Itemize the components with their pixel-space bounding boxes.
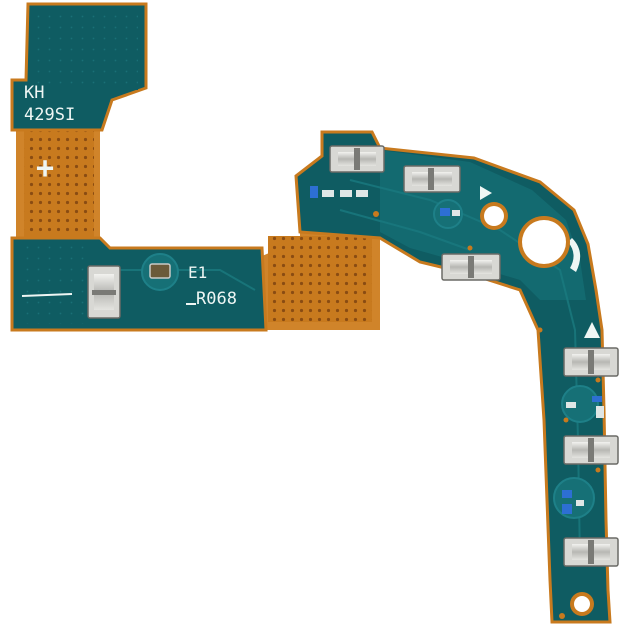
vias	[373, 211, 601, 619]
contact-pad-icon	[403, 165, 461, 193]
flex-cable-left	[16, 120, 100, 260]
flex-cable-middle	[262, 210, 380, 330]
contact-pad-icon	[329, 145, 385, 173]
pcb-top-tab	[10, 2, 148, 132]
arc-marker-icon	[568, 238, 581, 272]
contact-pad-icon	[441, 253, 501, 281]
silkscreen-marking-kh: KH 429SI	[24, 83, 75, 125]
marking-line-1: KH	[24, 83, 44, 103]
triangle-marker-icon	[584, 322, 600, 338]
part-code: R068	[196, 289, 237, 309]
contact-pad-icon	[87, 265, 121, 319]
mounting-hole-icon	[570, 592, 594, 616]
smd-capacitor-icon	[141, 253, 179, 291]
silk-line-left	[21, 293, 73, 297]
triangle-marker-icon	[480, 186, 492, 200]
plus-symbol: +	[36, 151, 54, 186]
contact-pad-icon	[563, 435, 619, 465]
mounting-hole-icon	[518, 216, 570, 268]
smd-components	[310, 186, 604, 519]
contact-pad-icon	[563, 537, 619, 567]
contact-pad-icon	[563, 347, 619, 377]
ref-designator: E1	[188, 263, 207, 282]
pcb-left-bar	[10, 236, 268, 332]
marking-line-2: 429SI	[24, 105, 75, 125]
mounting-hole-icon	[480, 202, 508, 230]
